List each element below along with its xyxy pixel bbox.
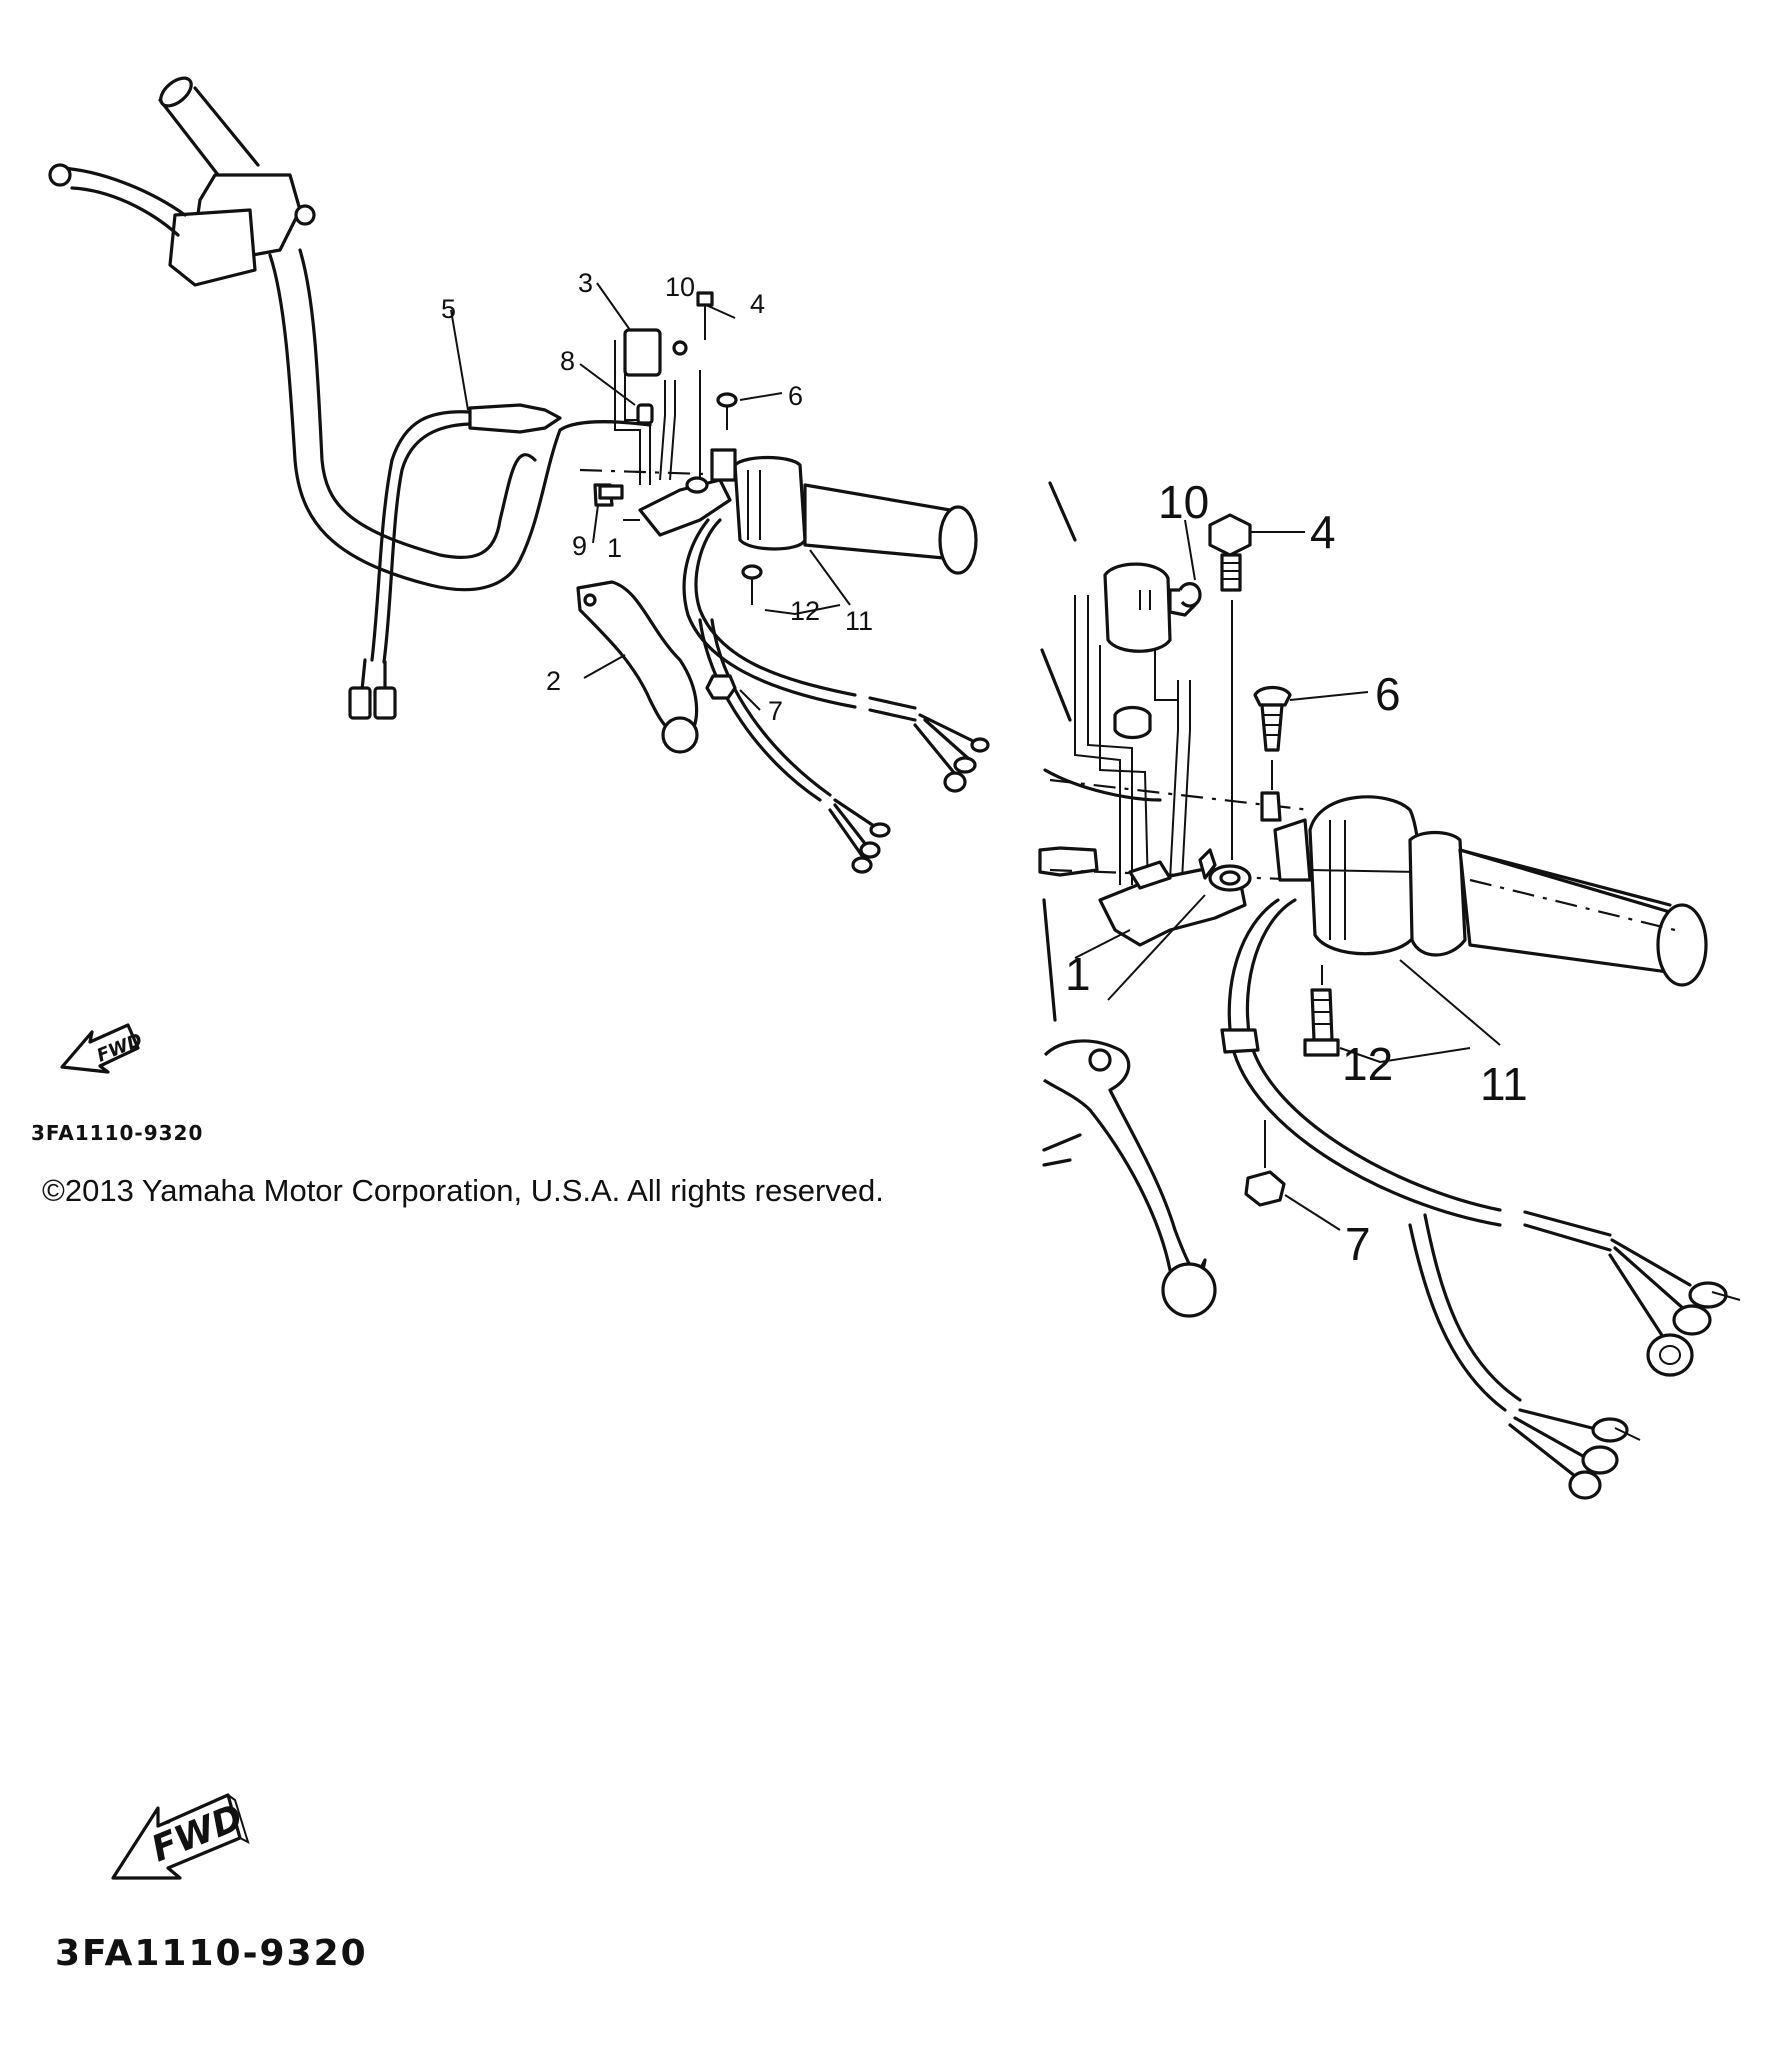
callout-large-4: 4 (1310, 506, 1336, 558)
callout-large-10: 10 (1158, 476, 1209, 528)
drawing-code-small: 3FA1110-9320 (31, 1121, 203, 1145)
fwd-arrow-icon-small: FWD (60, 1023, 146, 1074)
cable-5 (348, 403, 562, 720)
leader-lines-small (450, 282, 851, 711)
wiring-harness-small (682, 518, 990, 874)
callouts-small: 3 10 4 5 8 6 9 1 12 11 2 7 (441, 268, 873, 726)
fasteners-large (1178, 513, 1340, 1207)
lever-holder-large (1098, 791, 1282, 947)
lever-holder-small (579, 468, 736, 537)
callout-6: 6 (788, 381, 803, 411)
callout-5: 5 (441, 294, 456, 324)
left-handlebar-assembly (48, 76, 316, 287)
enlarged-diagram: 10 4 6 1 12 11 7 (1038, 476, 1741, 1500)
lever-2-large (1042, 1039, 1217, 1318)
callout-1: 1 (607, 533, 622, 563)
callout-11: 11 (845, 606, 873, 636)
callouts-large: 10 4 6 1 12 11 7 (1065, 476, 1528, 1270)
callout-12: 12 (790, 596, 820, 626)
callout-8: 8 (560, 346, 575, 376)
callout-4: 4 (750, 289, 765, 319)
leader-lines-large (1074, 519, 1501, 1231)
callout-large-6: 6 (1375, 668, 1401, 720)
fasteners-small (598, 291, 763, 700)
drawing-code-large: 3FA1110-9320 (55, 1933, 368, 1974)
fwd-arrow-icon-large: FWD (111, 1793, 250, 1880)
callout-large-7: 7 (1345, 1218, 1371, 1270)
wiring-harness-large (1220, 898, 1741, 1500)
switch-housing-small (710, 448, 978, 575)
switch-housing-large (1273, 795, 1708, 987)
callout-7: 7 (768, 696, 783, 726)
lever-2-small (576, 580, 699, 754)
callout-9: 9 (572, 531, 587, 561)
callout-large-11: 11 (1480, 1058, 1528, 1110)
copyright-notice: ©2013 Yamaha Motor Corporation, U.S.A. A… (42, 1173, 884, 1208)
callout-2: 2 (546, 666, 561, 696)
overview-diagram: 3 10 4 5 8 6 9 1 12 11 2 7 FWD 3FA1110-9… (31, 76, 990, 1145)
bracket-assembly-small (614, 328, 701, 485)
callout-10: 10 (665, 272, 695, 302)
handlebar-tube (268, 248, 652, 592)
callout-3: 3 (578, 268, 593, 298)
enlarged-left-edge (1038, 481, 1162, 1167)
callout-large-1: 1 (1065, 948, 1091, 1000)
callout-large-12: 12 (1342, 1038, 1393, 1090)
